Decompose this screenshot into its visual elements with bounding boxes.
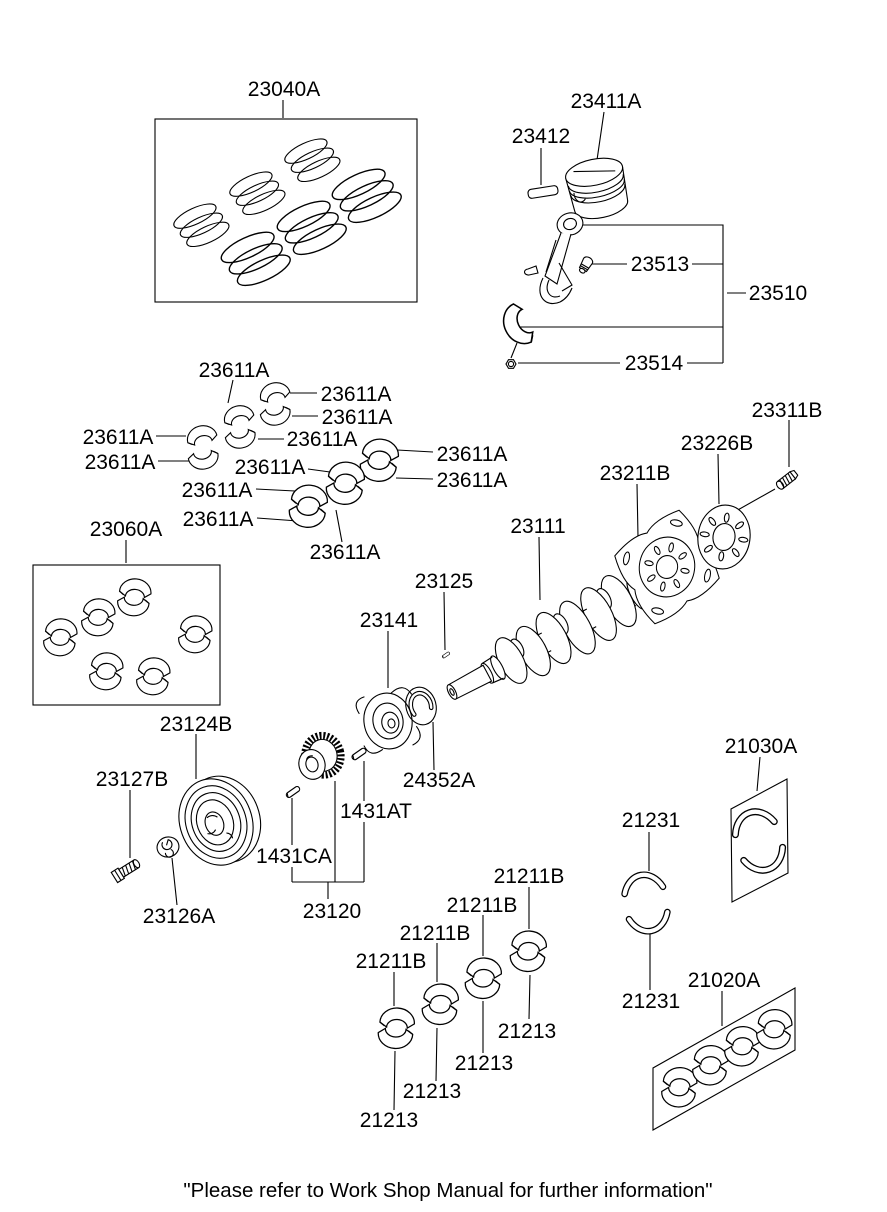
label-21211b: 21211B	[447, 894, 518, 917]
label-23611a: 23611A	[83, 426, 154, 449]
label-21020a: 21020A	[688, 969, 760, 992]
label-21030a: 21030A	[725, 735, 797, 758]
label-23513: 23513	[631, 253, 689, 276]
main-bearing-set-box	[31, 564, 224, 706]
label-23611a: 23611A	[310, 541, 381, 564]
label-23127b: 23127B	[96, 768, 168, 791]
connecting-rod-drawing	[523, 212, 584, 304]
pulley-bolt-drawing	[110, 859, 141, 884]
label-21213: 21213	[455, 1052, 513, 1075]
label-23412: 23412	[512, 125, 570, 148]
label-21231: 21231	[622, 809, 680, 832]
label-21211b: 21211B	[356, 950, 427, 973]
sprocket-drawing	[298, 731, 345, 780]
woodruff-key-drawing	[441, 651, 451, 659]
drive-plate-drawing	[614, 509, 720, 625]
label-23611a: 23611A	[182, 479, 253, 502]
label-23111: 23111	[510, 515, 565, 538]
label-23211b: 23211B	[600, 462, 671, 485]
label-23510: 23510	[749, 282, 807, 305]
rod-nut-drawing	[505, 359, 517, 369]
label-21213: 21213	[498, 1020, 556, 1043]
label-23611a: 23611A	[437, 469, 508, 492]
label-23311b: 23311B	[752, 399, 823, 422]
leader-lines	[125, 100, 790, 1111]
label-23411a: 23411A	[571, 90, 642, 113]
label-1431ca: 1431CA	[256, 845, 332, 868]
label-23611a: 23611A	[199, 359, 270, 382]
drive-plate-bolt-drawing	[775, 469, 799, 490]
key-rear-drawing	[350, 746, 368, 762]
label-23611a: 23611A	[437, 443, 508, 466]
piston-ring-set-box	[154, 118, 418, 303]
pulley-washer-drawing	[156, 836, 180, 858]
adapter-plate-drawing	[697, 504, 751, 570]
label-21211b: 21211B	[400, 922, 471, 945]
label-23120: 23120	[303, 900, 361, 923]
label-23611a: 23611A	[85, 451, 156, 474]
footer-note: "Please refer to Work Shop Manual for fu…	[183, 1179, 712, 1202]
label-23124b: 23124B	[160, 713, 232, 736]
label-23514: 23514	[625, 352, 684, 375]
label-23040a: 23040A	[248, 78, 320, 101]
main-bearing-panel	[648, 987, 806, 1131]
rod-bearing-cap-drawing	[496, 300, 538, 351]
label-23611a: 23611A	[322, 406, 393, 429]
label-23611a: 23611A	[183, 508, 254, 531]
piston-drawing	[565, 157, 629, 220]
label-21213: 21213	[403, 1080, 461, 1103]
label-23126a: 23126A	[143, 905, 215, 928]
rod-bolt-drawing	[578, 256, 594, 274]
label-24352a: 24352A	[403, 769, 475, 792]
label-23060a: 23060A	[90, 518, 162, 541]
piston-pin-drawing	[527, 185, 559, 199]
label-21213: 21213	[360, 1109, 418, 1132]
label-21211b: 21211B	[494, 865, 565, 888]
key-front-drawing	[284, 785, 302, 799]
label-21231: 21231	[622, 990, 680, 1013]
label-23141: 23141	[360, 609, 418, 632]
crankshaft-drawing	[446, 574, 653, 700]
label-23226b: 23226B	[681, 432, 753, 455]
label-23611a: 23611A	[287, 428, 358, 451]
label-23611a: 23611A	[235, 456, 306, 479]
label-1431at: 1431AT	[340, 800, 412, 823]
damper-pulley-drawing	[178, 775, 262, 866]
sensor-wheel-drawing	[355, 687, 421, 754]
thrust-washer-drawing	[621, 871, 672, 935]
spacer-drawing	[405, 686, 437, 726]
label-23611a: 23611A	[321, 383, 392, 406]
label-23125: 23125	[415, 570, 473, 593]
thrust-washer-panel	[729, 778, 789, 903]
